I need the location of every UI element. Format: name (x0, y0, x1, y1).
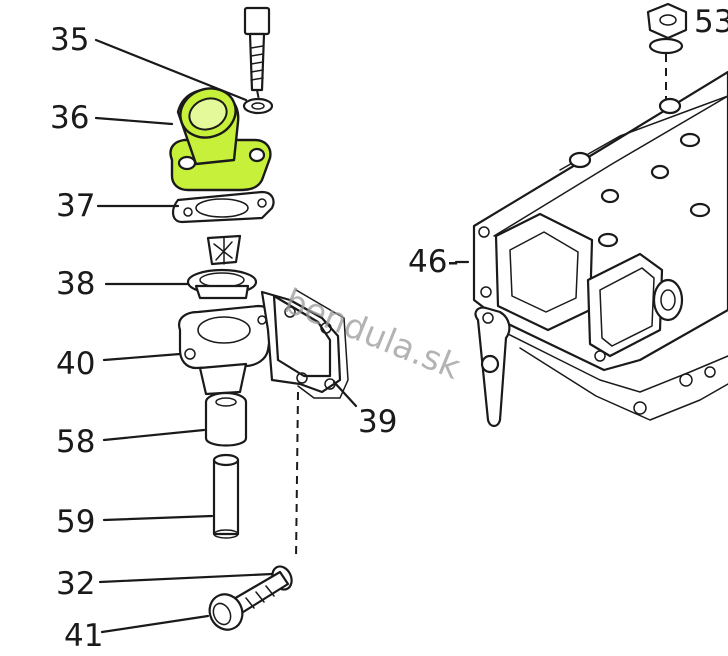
callout-37: 37 (56, 188, 95, 224)
bolt-41 (208, 565, 293, 631)
callout-59: 59 (56, 504, 95, 540)
callout-53: 53 (694, 4, 728, 40)
callout-41: 41 (64, 618, 103, 654)
callout-58: 58 (56, 424, 95, 460)
callout-32: 32 (56, 566, 95, 602)
callout-40: 40 (56, 346, 95, 382)
sleeve-58 (204, 391, 248, 447)
top-bolt (243, 6, 271, 101)
leader-lines (94, 38, 358, 634)
thermostat-housing-40 (178, 290, 342, 396)
washer-35 (242, 97, 274, 115)
alignment-line (295, 391, 299, 561)
callout-36: 36 (50, 100, 89, 136)
thermostat-38 (186, 234, 258, 300)
callout-46: 46- (408, 244, 459, 280)
thermostat-elbow-36-highlighted (169, 87, 272, 192)
cylinder-head-assembly (472, 2, 728, 428)
callout-39: 39 (358, 404, 397, 440)
pipe-59 (212, 453, 240, 539)
callout-38: 38 (56, 266, 95, 302)
gasket-37 (172, 190, 275, 224)
callout-35: 35 (50, 22, 89, 58)
gasket-39 (295, 289, 349, 399)
